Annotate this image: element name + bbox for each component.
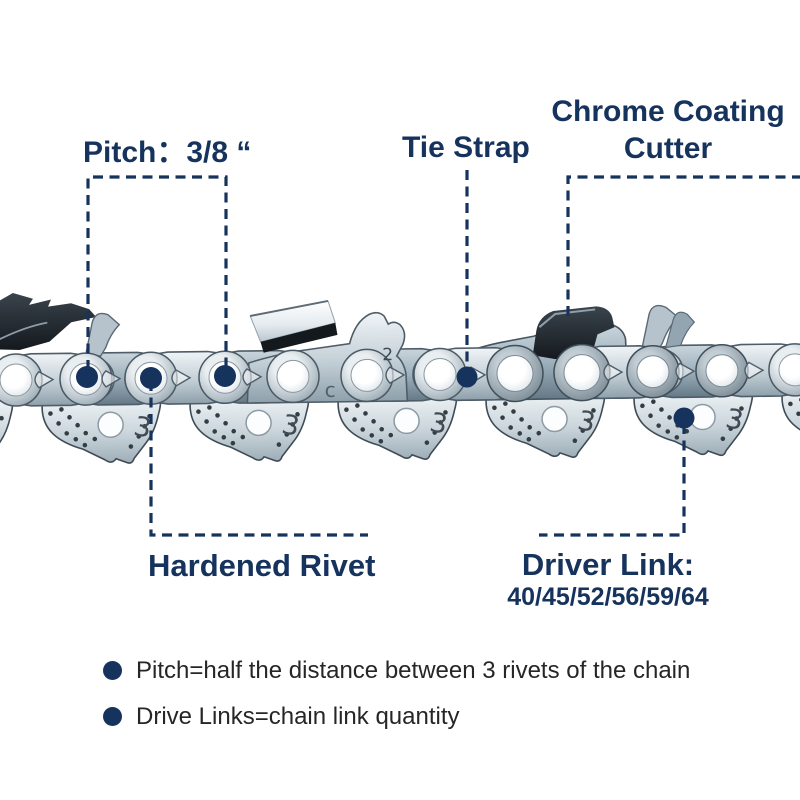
note-drive-links: Drive Links=chain link quantity (103, 702, 690, 731)
depth-gauge (84, 312, 121, 357)
notes-list: Pitch=half the distance between 3 rivets… (103, 656, 690, 748)
driver-link-counts: 40/45/52/56/59/64 (507, 583, 709, 611)
chrome-cutter-label-line2: Cutter (623, 132, 713, 165)
chrome-cutter-label: Chrome Coating Cutter (540, 93, 796, 167)
drive-link-stamp: 3 (575, 405, 598, 439)
bullet-icon (103, 661, 122, 680)
tie-strap-marker (456, 366, 478, 388)
cutter-left-black (0, 293, 121, 357)
note-text: Pitch=half the distance between 3 rivets… (136, 656, 691, 684)
driver-link-title: Driver Link: (521, 547, 695, 582)
pitch-label: Pitch：3/8 “ (83, 136, 252, 169)
drive-link-stamp: 3 (427, 407, 450, 441)
tie-strap-stamp: c (325, 378, 336, 402)
bullet-icon (103, 707, 122, 726)
pitch-rivet-marker (214, 365, 236, 387)
chrome-cutter-guide (566, 175, 800, 316)
drive-link-stamp: 3 (279, 409, 302, 443)
chrome-cutter-label-line1: Chrome Coating (551, 95, 785, 128)
driver-link-marker (673, 407, 695, 429)
callout-markers (76, 365, 695, 429)
hardened-rivet-marker (140, 367, 162, 389)
note-pitch: Pitch=half the distance between 3 rivets… (103, 656, 690, 685)
pitch-rivet-marker (76, 366, 98, 388)
driver-link-guide (539, 424, 686, 537)
driver-link-label: Driver Link: 40/45/52/56/59/64 (486, 547, 730, 611)
hardened-rivet-label: Hardened Rivet (148, 548, 376, 583)
cutter-stamp: 2 (382, 345, 393, 365)
chain-links-group: 3 3 3 3 3 c 2 (0, 293, 800, 467)
hardened-rivet-guide (149, 381, 368, 537)
tie-strap-label: Tie Strap (402, 131, 530, 164)
note-text: Drive Links=chain link quantity (136, 702, 460, 730)
drive-link-stamp: 3 (723, 403, 746, 437)
callout-guides (86, 170, 800, 537)
chain-stamps: 3 3 3 3 3 c 2 (131, 345, 746, 445)
drive-link-stamp: 3 (131, 411, 154, 445)
